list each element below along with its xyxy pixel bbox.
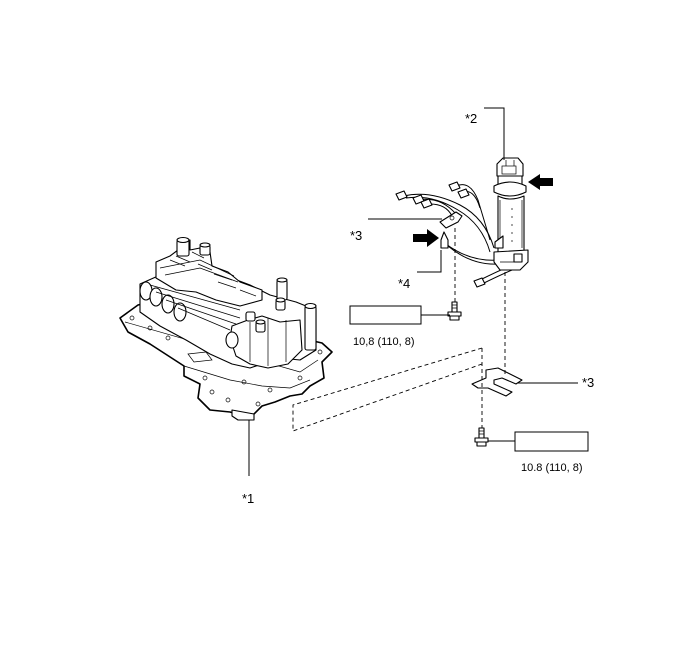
torque-value-right: 10.8 (110, 8) bbox=[521, 462, 583, 474]
torque-spec-box-right bbox=[514, 431, 589, 452]
callout-label-2: *2 bbox=[465, 111, 477, 126]
leader-line-2 bbox=[484, 107, 505, 160]
leader-line-4 bbox=[417, 250, 442, 273]
solenoid-wire-assembly-icon bbox=[395, 157, 529, 288]
valve-body-assembly-icon bbox=[119, 236, 333, 421]
callout-label-3a: *3 bbox=[350, 228, 362, 243]
torque-spec-box-left bbox=[349, 305, 422, 325]
callout-label-1: *1 bbox=[242, 491, 254, 506]
arrow-icon-sensor bbox=[413, 229, 439, 247]
lock-plate-icon bbox=[471, 367, 523, 397]
bolt-icon-right bbox=[474, 427, 489, 447]
callout-label-3b: *3 bbox=[582, 375, 594, 390]
callout-label-4: *4 bbox=[398, 276, 410, 291]
torque-value-left: 10,8 (110, 8) bbox=[353, 336, 415, 348]
bolt-icon-left bbox=[447, 301, 462, 321]
dashed-guide-valve-body bbox=[292, 347, 483, 432]
arrow-icon-connector bbox=[528, 174, 553, 190]
